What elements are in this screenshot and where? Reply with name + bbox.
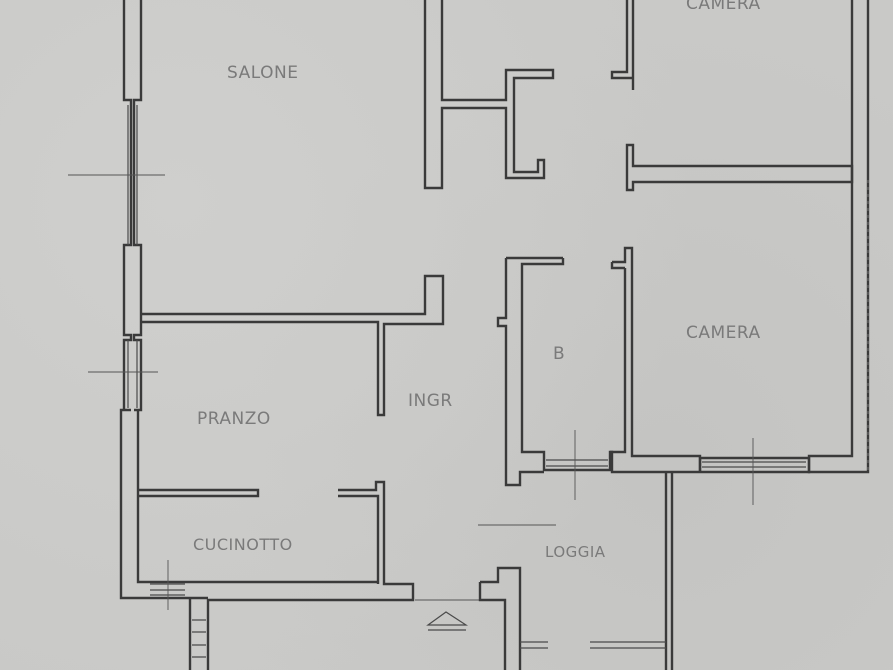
wall-left-exterior bbox=[119, 0, 160, 600]
wall-bagno bbox=[520, 258, 811, 474]
loggia-railing bbox=[520, 641, 666, 649]
label-pranzo: PRANZO bbox=[197, 409, 271, 429]
wall-camera-top-left bbox=[610, 0, 635, 90]
wall-salone-pranzo bbox=[141, 274, 445, 417]
label-cucinotto: CUCINOTTO bbox=[193, 535, 293, 554]
window-camera bbox=[702, 461, 806, 468]
window-left-lower bbox=[127, 340, 138, 408]
stair-detail bbox=[192, 619, 206, 658]
window-bagno bbox=[546, 459, 608, 467]
wall-loggia-left bbox=[478, 566, 522, 670]
wall-cucinotto-bottom bbox=[160, 580, 378, 670]
wall-left-inner bbox=[132, 0, 160, 584]
label-camera-top: CAMERA bbox=[686, 0, 761, 14]
label-loggia: LOGGIA bbox=[545, 543, 606, 561]
wall-right-exterior bbox=[807, 0, 870, 474]
wall-loggia-right bbox=[664, 472, 674, 670]
label-camera: CAMERA bbox=[686, 323, 761, 343]
label-ingresso: INGR bbox=[408, 391, 453, 411]
wall-camera-divider bbox=[625, 143, 854, 192]
wall-pranzo-cucinotto bbox=[138, 488, 260, 498]
window-cucinotto bbox=[150, 583, 185, 596]
wall-bagno-left bbox=[496, 256, 563, 487]
label-bagno: B bbox=[553, 344, 566, 364]
label-salone: SALONE bbox=[227, 63, 299, 83]
wall-salone-right bbox=[423, 0, 555, 190]
entrance-symbol bbox=[426, 611, 469, 631]
wall-cucinotto-right bbox=[206, 480, 415, 670]
wall-bagno-right bbox=[610, 268, 627, 454]
wall-bagno-camera bbox=[610, 246, 702, 472]
